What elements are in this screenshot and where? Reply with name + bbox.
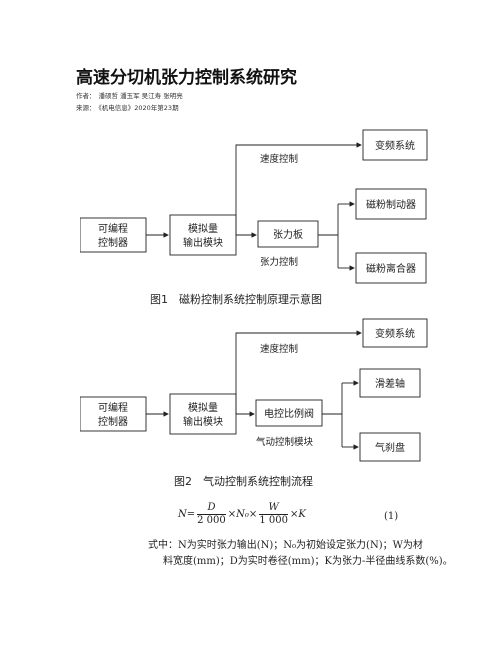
fraction-d-num: D xyxy=(197,502,226,515)
description-line-1: 式中：N为实时张力输出(N)；N₀为初始设定张力(N)；W为材 xyxy=(148,540,423,551)
fraction-w-num: W xyxy=(259,502,288,515)
plc-label-1: 可编程 xyxy=(98,222,128,235)
source: 《机电信息》2020年第23期 xyxy=(98,104,179,112)
source-label: 来源： xyxy=(76,104,96,112)
valve-box xyxy=(255,399,323,427)
figure-2-diagram: 可编程 控制器 模拟量 输出模块 电控比例阀 变频系统 滑差轴 气刹盘 速度控制… xyxy=(80,318,428,462)
plc-2-label-1: 可编程 xyxy=(98,401,128,414)
equation-number: (1) xyxy=(384,511,399,522)
valve-label: 电控比例阀 xyxy=(264,407,314,420)
source-line: 来源：《机电信息》2020年第23期 xyxy=(76,102,182,112)
shaft-box xyxy=(359,368,421,398)
brake-box xyxy=(355,188,427,220)
shaft-label: 滑差轴 xyxy=(375,377,405,390)
tension-control-label: 张力控制 xyxy=(260,256,298,268)
brake-label: 磁粉制动器 xyxy=(366,198,416,211)
clutch-box xyxy=(355,252,427,284)
formula-times-1: ×N₀× xyxy=(227,509,258,520)
plc-2-label-2: 控制器 xyxy=(98,415,128,428)
figure-2-caption: 图2 气动控制系统控制流程 xyxy=(174,475,313,488)
tension-board-box xyxy=(257,220,319,248)
authors-label: 作者： xyxy=(76,92,96,100)
analog-label-1: 模拟量 xyxy=(188,222,218,235)
figure-1-caption: 图1 磁粉控制系统控制原理示意图 xyxy=(150,293,322,306)
inverter-label: 变频系统 xyxy=(375,139,415,152)
figure-1-diagram: 可编程 控制器 模拟量 输出模块 张力板 变频系统 磁粉制动器 磁粉离合器 速度… xyxy=(80,129,428,284)
fraction-d-den: 2 000 xyxy=(197,515,226,526)
inverter-box xyxy=(362,129,428,161)
page-title: 高速分切机张力控制系统研究 xyxy=(76,68,297,88)
formula-lhs: N= xyxy=(178,509,196,520)
tension-board-label: 张力板 xyxy=(273,228,303,241)
analog-2-label-2: 输出模块 xyxy=(183,415,223,428)
analog-output-box xyxy=(169,214,237,256)
speed-control-label: 速度控制 xyxy=(260,153,298,165)
disc-label: 气刹盘 xyxy=(375,441,405,454)
inverter-box-2 xyxy=(362,318,428,348)
formula-times-2: ×K xyxy=(289,509,306,520)
authors: 潘硕哲 潘玉军 吴江寿 张明亮 xyxy=(98,92,183,100)
authors-line: 作者：潘硕哲 潘玉军 吴江寿 张明亮 xyxy=(76,90,186,100)
analog-2-label-1: 模拟量 xyxy=(188,401,218,414)
inverter-2-label: 变频系统 xyxy=(375,327,415,340)
disc-box xyxy=(359,432,421,462)
plc-label-2: 控制器 xyxy=(98,236,128,249)
speed-control-label-2: 速度控制 xyxy=(260,343,298,355)
analog-label-2: 输出模块 xyxy=(183,236,223,249)
description-line-2: 料宽度(mm)；D为实时卷径(mm)；K为张力-半径曲线系数(%)。 xyxy=(163,556,453,567)
fraction-w-den: 1 000 xyxy=(259,515,288,526)
clutch-label: 磁粉离合器 xyxy=(366,262,416,275)
pneumatic-module-label: 气动控制模块 xyxy=(256,436,314,448)
analog-output-box-2 xyxy=(169,393,237,435)
